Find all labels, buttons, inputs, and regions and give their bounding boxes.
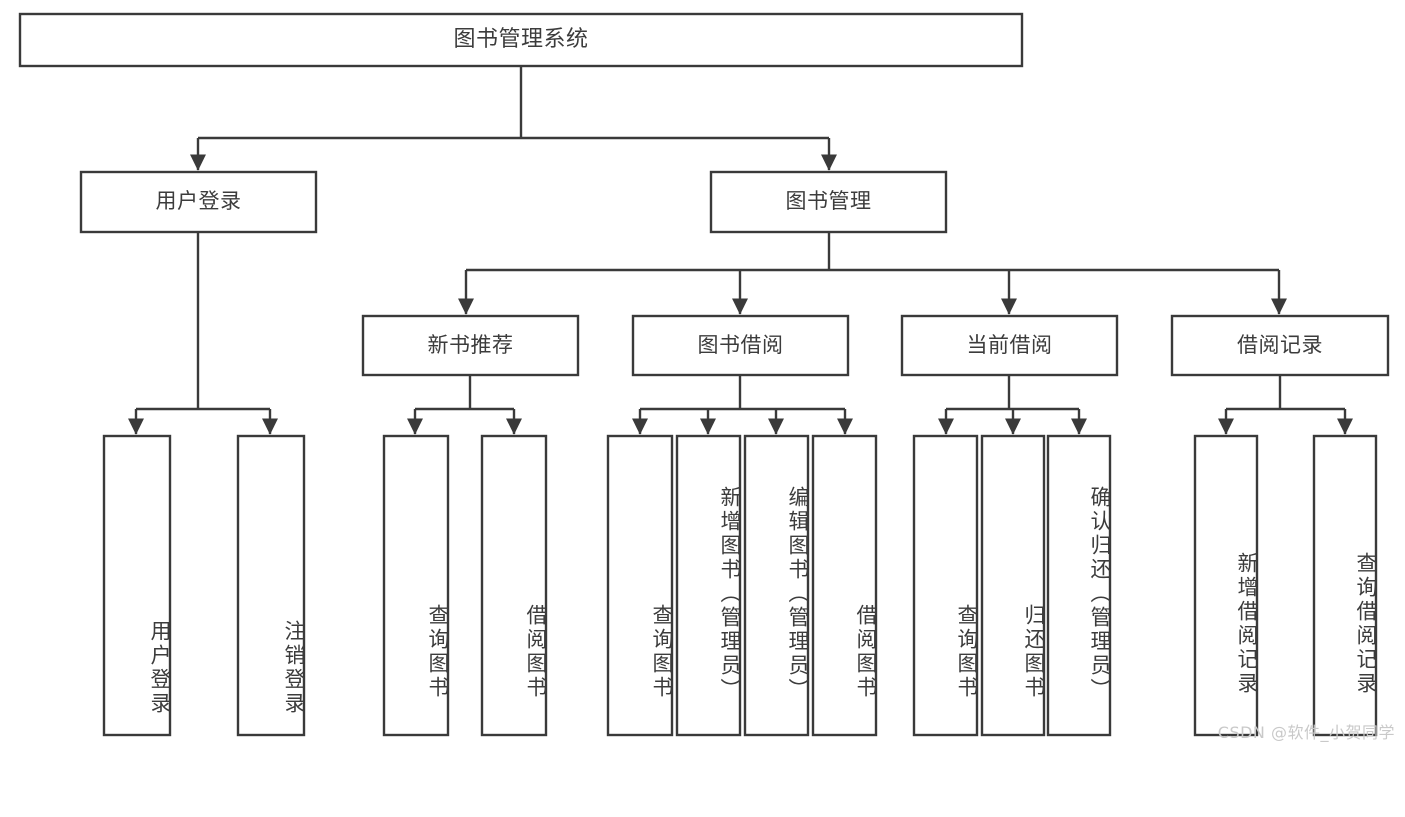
node-box-leaf-borrow-record-2[interactable] (1312, 434, 1378, 737)
node-box-new-book-recommend[interactable] (361, 314, 580, 377)
node-box-leaf-book-borrow-2[interactable] (675, 434, 742, 737)
node-box-book-management[interactable] (709, 170, 948, 234)
node-box-leaf-new-book-2[interactable] (480, 434, 548, 737)
node-box-leaf-current-borrow-3[interactable] (1046, 434, 1112, 737)
node-box-borrow-record[interactable] (1170, 314, 1390, 377)
node-box-root[interactable] (18, 12, 1024, 68)
node-box-leaf-current-borrow-1[interactable] (912, 434, 979, 737)
node-box-current-borrow[interactable] (900, 314, 1119, 377)
diagram-canvas: 图书管理系统 用户登录 图书管理 新书推荐 图书借阅 当前借阅 借阅记录 用户登… (18, 12, 1394, 742)
node-box-leaf-book-borrow-1[interactable] (606, 434, 674, 737)
node-box-leaf-borrow-record-1[interactable] (1193, 434, 1259, 737)
node-box-leaf-new-book-1[interactable] (382, 434, 450, 737)
node-box-leaf-user-login-1[interactable] (102, 434, 172, 737)
tree-diagram-svg (18, 12, 1390, 737)
node-box-leaf-book-borrow-4[interactable] (811, 434, 878, 737)
node-box-leaf-user-login-2[interactable] (236, 434, 306, 737)
node-box-leaf-book-borrow-3[interactable] (743, 434, 810, 737)
node-box-user-login[interactable] (79, 170, 318, 234)
node-box-book-borrow[interactable] (631, 314, 850, 377)
node-box-leaf-current-borrow-2[interactable] (980, 434, 1046, 737)
